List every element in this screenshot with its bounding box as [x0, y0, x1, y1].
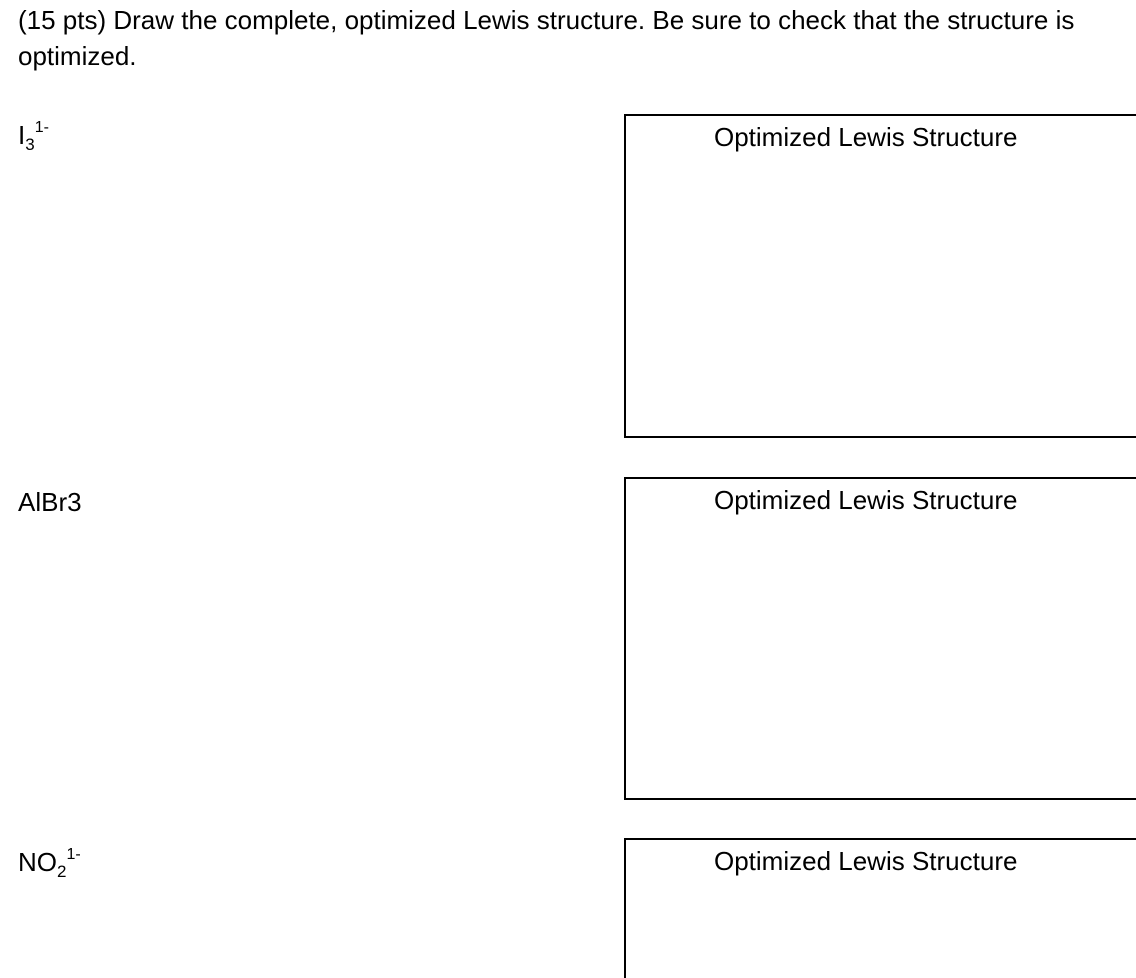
answer-box-nitrite[interactable]: Optimized Lewis Structure [624, 838, 1136, 978]
formula-aluminum-bromide: AlBr3 [18, 487, 82, 517]
formula-base: I [18, 120, 26, 150]
formula-base: NO [18, 847, 57, 877]
formula-count: 3 [67, 487, 82, 517]
formula-subscript: 2 [57, 862, 67, 881]
formula-subscript: 3 [25, 135, 35, 154]
formula-charge: 1- [66, 846, 81, 863]
answer-box-triiodide[interactable]: Optimized Lewis Structure [624, 114, 1136, 438]
formula-base: AlBr [18, 487, 68, 517]
answer-box-aluminum-bromide[interactable]: Optimized Lewis Structure [624, 477, 1136, 800]
answer-box-label: Optimized Lewis Structure [714, 122, 1018, 152]
answer-box-label: Optimized Lewis Structure [714, 485, 1018, 515]
formula-nitrite: NO21- [18, 846, 81, 881]
formula-triiodide: I31- [18, 119, 49, 154]
question-instructions: (15 pts) Draw the complete, optimized Le… [18, 5, 1075, 71]
answer-box-label: Optimized Lewis Structure [714, 846, 1018, 876]
formula-charge: 1- [34, 119, 49, 136]
